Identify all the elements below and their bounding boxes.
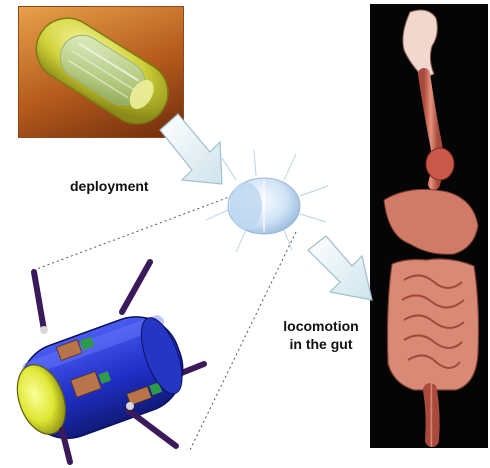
legged-robot-render <box>4 262 204 462</box>
locomotion-label-line2: in the gut <box>271 335 371 353</box>
locomotion-arrow <box>308 236 372 300</box>
deployed-capsule-robot <box>206 150 328 252</box>
locomotion-label-line1: locomotion <box>271 317 371 335</box>
deployment-arrow <box>160 114 222 184</box>
deployment-label: deployment <box>70 177 149 195</box>
robot-leg <box>122 262 150 312</box>
robot-leg <box>34 272 44 330</box>
locomotion-label: locomotion in the gut <box>271 317 371 353</box>
robot-leg <box>128 410 176 446</box>
